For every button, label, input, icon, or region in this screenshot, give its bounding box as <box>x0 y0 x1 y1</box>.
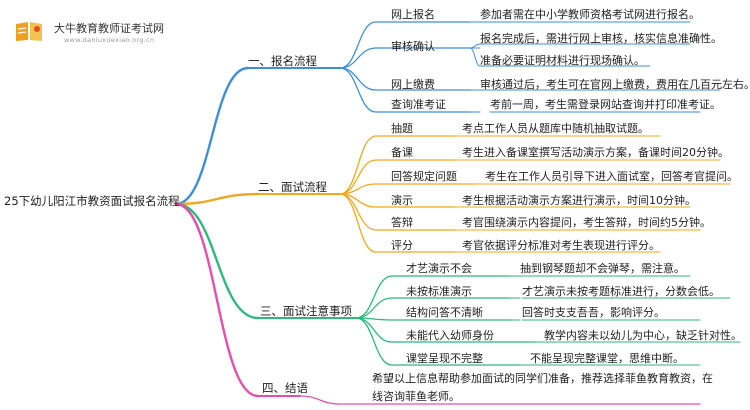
child-link-2-2 <box>339 159 456 195</box>
child-link-2-6 <box>339 193 456 253</box>
item-online-registration[interactable]: 网上报名 <box>391 8 435 21</box>
branch-3-connectors <box>257 275 741 366</box>
item-scoring[interactable]: 评分 <box>391 239 413 252</box>
desc-required-questions: 考生在工作人员引导下进入面试室，回答考官提问。 <box>485 170 738 183</box>
item-teacher-role[interactable]: 未能代入幼师身份 <box>406 329 494 342</box>
desc-talent-missing: 抽到钢琴题却不会弹琴，需注意。 <box>520 262 685 275</box>
child-link-2-3 <box>339 183 476 195</box>
child-link-1-2 <box>339 47 471 69</box>
root-link-1 <box>174 66 250 206</box>
desc-online-payment: 审核通过后，考生可在官网上缴费，费用在几百元左右。 <box>480 78 750 91</box>
child-link-2-1 <box>339 135 456 195</box>
branch-4-connectors <box>257 395 701 405</box>
sub-link-1-2-2 <box>469 47 651 67</box>
branch-registration[interactable]: 一、报名流程 <box>248 54 317 68</box>
child-link-3-5 <box>355 317 521 366</box>
conclusion-text-2: 线咨询菲鱼老师。 <box>372 390 460 403</box>
branch-conclusion[interactable]: 四、结语 <box>262 381 308 395</box>
item-review-confirm[interactable]: 审核确认 <box>391 40 435 53</box>
desc-teacher-role: 教学内容未以幼儿为中心，缺乏针对性。 <box>544 329 742 342</box>
desc-admission-ticket: 考前一周，考生需登录网站查询并打印准考证。 <box>490 98 721 111</box>
branch-2-connectors <box>257 135 731 253</box>
item-unclear-answers[interactable]: 结构问答不清晰 <box>406 306 483 319</box>
root-topic[interactable]: 25下幼儿阳江市教资面试报名流程 <box>4 194 180 208</box>
item-nonstandard-demo[interactable]: 未按标准演示 <box>406 285 472 298</box>
desc-scoring: 考官依据评分标准对考生表现进行评分。 <box>462 239 660 252</box>
root-link-3 <box>174 202 260 320</box>
desc-nonstandard-demo: 才艺演示未按考题标准进行，分数会低。 <box>522 285 720 298</box>
child-link-3-1 <box>355 275 511 319</box>
desc-review-confirm-2: 准备必要证明材料进行现场确认。 <box>480 54 645 67</box>
item-demonstration[interactable]: 演示 <box>391 194 413 207</box>
desc-defense: 考官围绕演示内容提问，考生答辩，时间约5分钟。 <box>462 216 711 229</box>
root-connectors <box>174 66 260 398</box>
item-draw-question[interactable]: 抽题 <box>391 122 413 135</box>
desc-unclear-answers: 回答时支支吾吾，影响评分。 <box>522 306 665 319</box>
logo-url: www.daniuxuexiao.org.cn <box>64 36 155 44</box>
desc-lesson-prep: 考生进入备课室撰写活动演示方案，备课时间20分钟。 <box>462 146 729 159</box>
desc-online-registration: 参加者需在中小学教师资格考试网进行报名。 <box>480 8 700 21</box>
branch-interview-process[interactable]: 二、面试流程 <box>258 180 327 194</box>
item-defense[interactable]: 答辩 <box>391 216 413 229</box>
root-link-2 <box>174 192 260 206</box>
child-link-1-4 <box>339 67 471 113</box>
item-talent-missing[interactable]: 才艺演示不会 <box>406 262 472 275</box>
sub-link-1-2-1 <box>469 43 691 49</box>
book-icon <box>16 22 42 41</box>
site-logo[interactable]: 大牛教育教师证考试网 www.daniuxuexiao.org.cn <box>6 6 166 50</box>
item-admission-ticket[interactable]: 查询准考证 <box>391 98 446 111</box>
item-required-questions[interactable]: 回答规定问题 <box>391 170 457 183</box>
desc-draw-question: 考点工作人员从题库中随机抽取试题。 <box>462 122 649 135</box>
child-link-1-1 <box>339 21 471 69</box>
child-link-4-1 <box>299 395 701 405</box>
child-link-3-2 <box>355 297 511 319</box>
logo-title: 大牛教育教师证考试网 <box>54 22 164 35</box>
item-lesson-prep[interactable]: 备课 <box>391 146 413 159</box>
desc-review-confirm-1: 报名完成后，需进行网上审核，核实信息准确性。 <box>480 32 722 45</box>
conclusion-text-1: 希望以上信息帮助参加面试的同学们准备，推荐选择菲鱼教育教资，在 <box>372 372 713 385</box>
item-incomplete-class[interactable]: 课堂呈现不完整 <box>406 352 483 365</box>
desc-incomplete-class: 不能呈现完整课堂，思维中断。 <box>530 352 684 365</box>
root-link-4 <box>174 202 260 398</box>
desc-demonstration: 考生根据活动演示方案进行演示，时间10分钟。 <box>462 194 696 207</box>
branch-1-connectors <box>247 21 721 113</box>
branch-interview-notes[interactable]: 三、面试注意事项 <box>260 304 352 318</box>
item-online-payment[interactable]: 网上缴费 <box>391 78 435 91</box>
